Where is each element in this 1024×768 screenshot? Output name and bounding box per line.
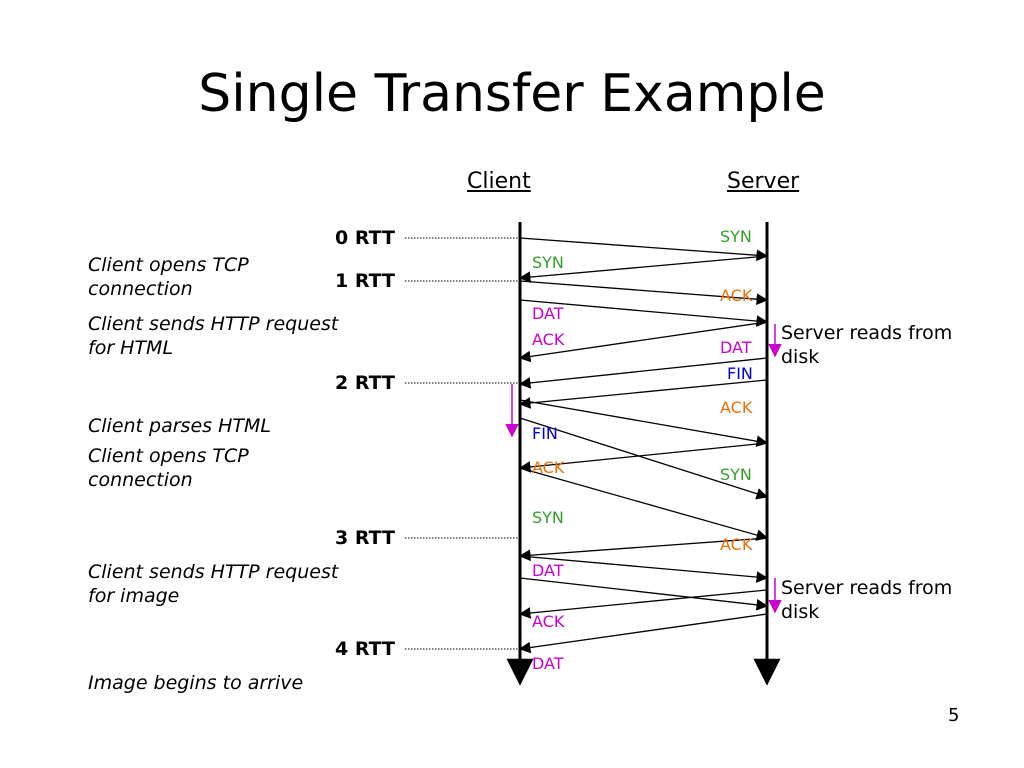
note-line: Client sends HTTP request [88,561,339,583]
client-note-request-image: Client sends HTTP request for image [88,560,338,608]
msg-label-syn-12: SYN [532,508,564,527]
rtt-label-1: 1 RTT [335,270,395,292]
message-arrow-1 [519,237,769,262]
server-note-read-disk-1: Server reads from disk [781,321,952,369]
msg-label-syn-1: SYN [720,227,752,246]
client-note-image-arrives: Image begins to arrive [88,671,303,695]
rtt-label-4: 4 RTT [335,638,395,660]
msg-label-ack-13: ACK [720,535,753,554]
note-line: connection [88,278,193,300]
note-line: Server reads from [781,577,953,599]
client-note-request-html: Client sends HTTP request for HTML [88,312,338,360]
note-line: Client parses HTML [88,415,271,437]
message-arrow-3 [519,280,769,306]
message-arrow-6 [518,357,768,389]
note-line: Image begins to arrive [88,672,304,694]
rtt-label-2: 2 RTT [335,372,395,394]
message-arrow-4 [519,299,769,327]
note-line: Server reads from [781,322,953,344]
message-arrows [518,237,769,654]
msg-label-ack-8: ACK [720,398,753,417]
message-arrow-15 [518,589,768,619]
msg-label-dat-16: DAT [532,654,564,673]
note-line: Client sends HTTP request [88,313,339,335]
client-note-open-tcp-2: Client opens TCP connection [88,444,249,492]
msg-label-dat-6: DAT [720,338,752,357]
msg-label-dat-14: DAT [532,561,564,580]
note-line: connection [88,469,193,491]
msg-label-fin-9: FIN [532,424,558,443]
message-arrow-16 [518,613,768,654]
msg-label-syn-2: SYN [532,253,564,272]
message-arrow-5 [518,321,768,363]
msg-label-dat-4: DAT [532,304,564,323]
page-number: 5 [948,705,960,726]
msg-label-syn-11: SYN [720,465,752,484]
msg-label-ack-15: ACK [532,612,565,631]
note-line: for image [88,585,180,607]
note-line: disk [781,346,820,368]
client-heading: Client [467,169,531,194]
server-heading: Server [727,169,800,194]
message-arrow-9 [519,417,769,500]
client-note-parse-html: Client parses HTML [88,414,271,438]
message-arrow-10 [518,442,768,473]
message-arrow-7 [518,379,768,409]
note-line: disk [781,601,820,623]
message-arrow-12 [518,537,768,562]
note-line: Client opens TCP [88,445,249,467]
message-arrow-14 [519,577,769,611]
message-arrow-8 [519,399,769,447]
message-arrow-11 [519,467,769,541]
server-note-read-disk-2: Server reads from disk [781,576,952,624]
msg-label-ack-3: ACK [720,286,753,305]
msg-label-ack-5: ACK [532,330,565,349]
rtt-label-3: 3 RTT [335,527,395,549]
note-line: for HTML [88,337,174,359]
msg-label-fin-7: FIN [727,364,753,383]
rtt-label-0: 0 RTT [335,227,395,249]
msg-label-ack-10: ACK [532,458,565,477]
rtt-guides [405,237,520,650]
slide-title: Single Transfer Example [198,64,826,124]
message-arrow-13 [519,555,769,583]
processing-arrows [505,324,782,614]
client-note-open-tcp-1: Client opens TCP connection [88,253,249,301]
message-arrow-2 [518,255,768,283]
note-line: Client opens TCP [88,254,249,276]
